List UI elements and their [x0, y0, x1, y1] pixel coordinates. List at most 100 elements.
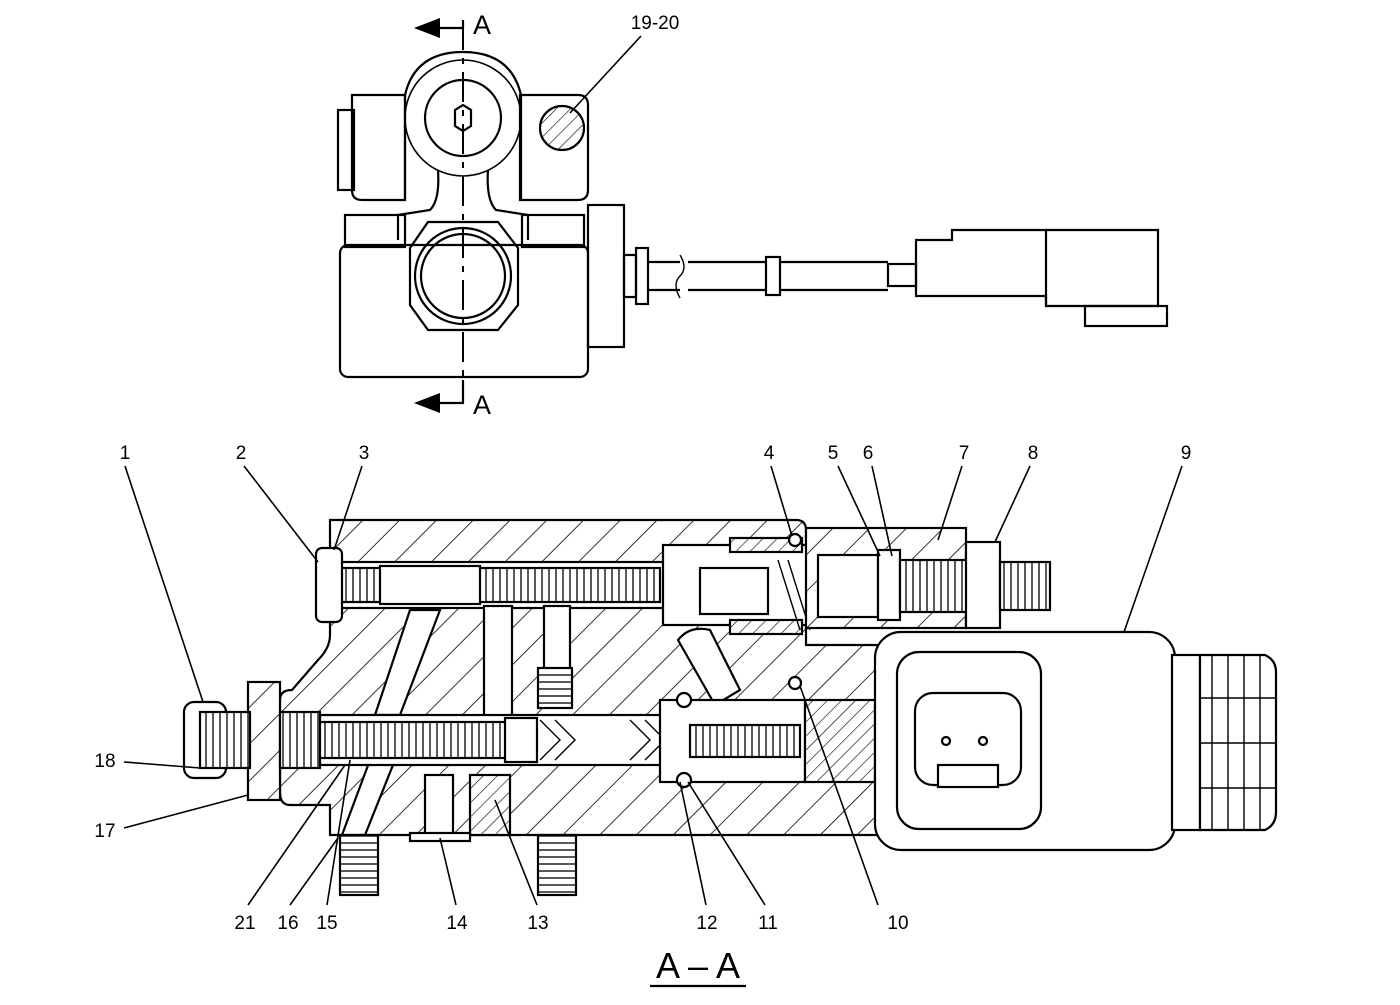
leader-16: [289, 837, 339, 906]
leader-1: [124, 465, 204, 703]
leader-14: [439, 837, 457, 906]
top-nut: [622, 253, 638, 299]
plug-vert-2: [536, 666, 574, 710]
oring-10: [787, 675, 803, 691]
lower-port-left: [338, 833, 380, 897]
leader-2: [243, 465, 319, 563]
callout-13: 13: [527, 913, 548, 934]
coil-nut-base: [1170, 653, 1202, 832]
callout-14: 14: [446, 913, 468, 934]
cartridge-thread-top: [728, 536, 804, 554]
leader-9: [1123, 465, 1183, 633]
stem-threads-inner: [278, 710, 322, 770]
oring-4: [787, 532, 803, 548]
top-port-hex: [408, 220, 520, 332]
section-arrow-top-icon: [414, 18, 440, 38]
lower-spool: [316, 720, 535, 760]
hex-socket-icon: [453, 103, 473, 133]
callout-6: 6: [863, 443, 874, 464]
leader-4: [770, 465, 793, 537]
callout-8: 8: [1028, 443, 1039, 464]
leader-10: [799, 685, 879, 906]
plug-13: [468, 773, 512, 837]
cable-break: [675, 254, 685, 299]
top-neck: [396, 169, 530, 240]
cable-boot: [886, 262, 918, 288]
callout-1: 1: [120, 443, 131, 464]
leader-21: [247, 764, 346, 906]
adjust-screw-threads: [898, 558, 970, 614]
cable: [688, 260, 888, 292]
connector-latch: [1083, 304, 1169, 328]
leader-6: [871, 465, 893, 557]
leader-13: [494, 799, 538, 906]
top-view: A A 19-20: [336, 10, 1169, 420]
callout-17: 17: [94, 821, 115, 842]
callout-18: 18: [94, 751, 115, 772]
leader-8: [994, 465, 1031, 543]
callout-15: 15: [316, 913, 337, 934]
callout-10: 10: [887, 913, 908, 934]
top-nut-2: [634, 246, 650, 306]
upper-plug-2: [314, 546, 344, 624]
top-block-step-left: [343, 213, 407, 249]
leader-11: [687, 781, 766, 906]
callout-9: 9: [1181, 443, 1192, 464]
leader-7: [937, 465, 963, 541]
callout-16: 16: [277, 913, 298, 934]
plug-7-bore: [816, 553, 880, 619]
oring-11-top: [675, 691, 693, 709]
connector-pin-icon: [977, 735, 989, 747]
leader-5: [837, 465, 881, 557]
top-head-outline: [403, 50, 523, 200]
orifice-14: [423, 773, 455, 837]
adjust-screw-end: [998, 560, 1052, 612]
section-label-top: A: [473, 10, 491, 40]
section-title: A – A: [656, 945, 740, 986]
lower-spring: [539, 719, 666, 761]
top-left-flange: [336, 108, 356, 192]
leader-15: [326, 759, 351, 906]
leader-12: [679, 781, 707, 906]
top-solenoid-body: [586, 203, 626, 349]
cartridge-thread-bottom: [728, 618, 804, 636]
section-view: 1 2 3 4 5 6 7 8 9 10 11 12 13 14 15 16 1…: [94, 443, 1278, 988]
nut-17: [246, 680, 282, 802]
upper-spool-land: [378, 564, 482, 606]
leader-3: [333, 465, 363, 551]
section-arrow-bottom-icon: [414, 393, 440, 413]
connector-pin-icon: [940, 735, 952, 747]
passage-diag-3: [676, 627, 742, 707]
passage-vert-1: [482, 604, 514, 720]
top-right-boss: [518, 93, 590, 202]
coil-connector-latch: [936, 763, 1000, 789]
callout-7: 7: [959, 443, 970, 464]
lower-port-right: [536, 833, 578, 897]
callout-19-20: 19-20: [631, 13, 680, 34]
top-block-step-right: [520, 213, 586, 249]
callout-12: 12: [696, 913, 717, 934]
callout-11: 11: [758, 913, 778, 934]
plug-19-20: [538, 104, 586, 152]
callout-21: 21: [234, 913, 255, 934]
leader-17: [123, 794, 249, 829]
check-poppet: [698, 566, 770, 616]
stem-18-threads: [198, 710, 252, 770]
solenoid-plunger: [688, 723, 802, 759]
section-label-bottom: A: [473, 390, 491, 420]
connector-body: [914, 228, 1160, 308]
lower-spool-land: [503, 716, 539, 764]
callout-2: 2: [236, 443, 247, 464]
leader-18: [123, 761, 201, 769]
solenoid-thread: [803, 698, 877, 784]
callout-3: 3: [359, 443, 370, 464]
top-left-boss: [350, 93, 407, 202]
cable-sleeve: [764, 255, 782, 297]
seal-5-6: [876, 548, 902, 622]
lock-nut-8: [964, 540, 1002, 630]
knurl-grooves: [1211, 655, 1261, 830]
callout-5: 5: [828, 443, 839, 464]
callout-4: 4: [764, 443, 775, 464]
